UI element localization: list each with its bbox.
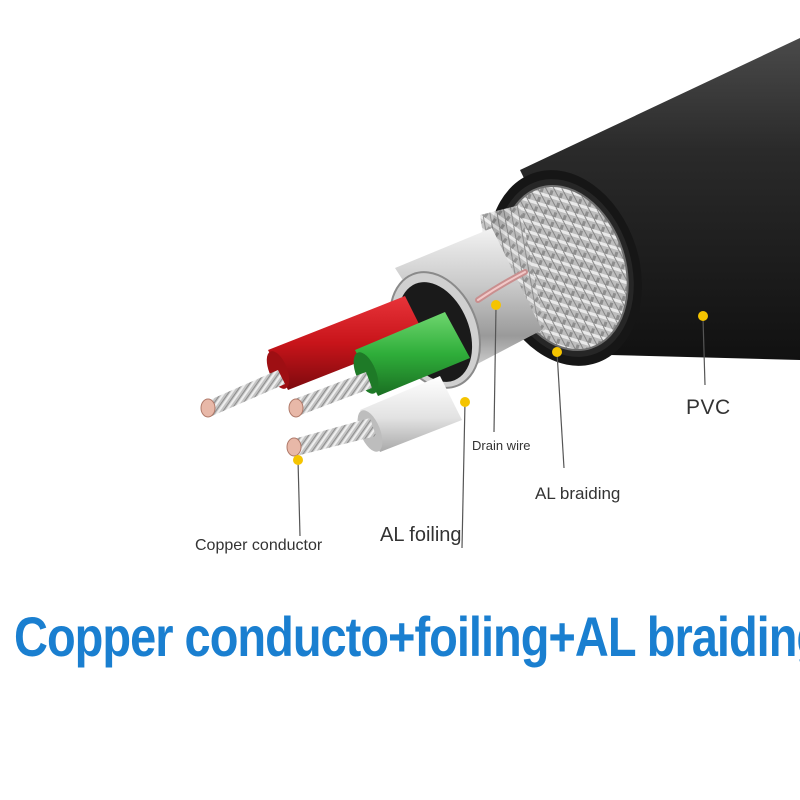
marker-dot-drain-wire [491,300,501,310]
label-pvc: PVC [686,396,731,419]
leader-line-copper-conductor [297,459,301,537]
marker-dot-al-braiding [552,347,562,357]
leader-line-drain-wire [493,306,497,433]
green-wire [288,312,470,418]
leader-line-al-braiding [556,351,565,469]
red-wire [200,296,425,418]
label-al-braiding: AL braiding [535,484,621,503]
leader-line-al-foiling [461,401,466,549]
label-copper-conductor: Copper conductor [195,537,323,554]
label-drain-wire: Drain wire [472,438,531,453]
marker-dot-pvc [698,311,708,321]
marker-dot-copper-conductor [293,455,303,465]
leader-lines [297,306,706,549]
white-wire [286,376,462,457]
marker-dots [293,300,708,465]
marker-dot-al-foiling [460,397,470,407]
label-al-foiling: AL foiling [380,524,462,546]
drain-wire [475,269,528,303]
leader-line-pvc [702,317,706,386]
headline-caption: Copper conducto+foiling+AL braiding [14,605,800,668]
